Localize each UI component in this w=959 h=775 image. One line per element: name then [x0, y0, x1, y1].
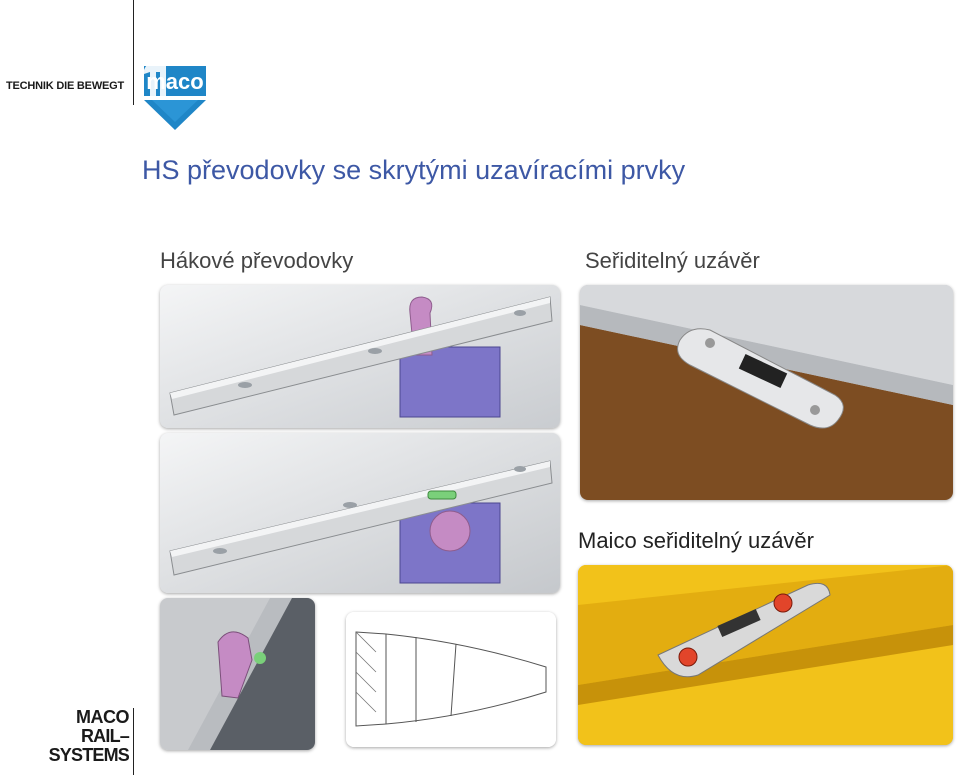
brand-line-1: MACO — [76, 707, 130, 727]
image-maico-keeper — [578, 565, 953, 745]
footer-divider — [133, 708, 134, 775]
section-heading-maico-keeper: Maico seřiditelný uzávěr — [578, 528, 814, 553]
image-hook-closeup — [160, 598, 315, 750]
image-profile-drawing — [346, 612, 556, 747]
image-hook-gear-1 — [160, 285, 560, 428]
image-hook-gear-2 — [160, 433, 560, 593]
page-title: HS převodovky se skrytými uzavíracími pr… — [142, 155, 686, 185]
section-heading-adjustable-keeper: Seřiditelný uzávěr — [585, 248, 760, 273]
maco-rail-systems-brand: MACO RAIL–SYSTEMS — [8, 707, 130, 765]
image-adjustable-keeper — [580, 285, 953, 500]
brand-line-2: RAIL–SYSTEMS — [48, 726, 130, 765]
section-heading-hook-gears: Hákové převodovky — [160, 248, 354, 273]
header-divider — [133, 0, 134, 105]
logo-text: maco — [146, 69, 203, 94]
maco-logo: maco — [144, 62, 206, 130]
brand-tagline: TECHNIK DIE BEWEGT — [6, 80, 125, 92]
